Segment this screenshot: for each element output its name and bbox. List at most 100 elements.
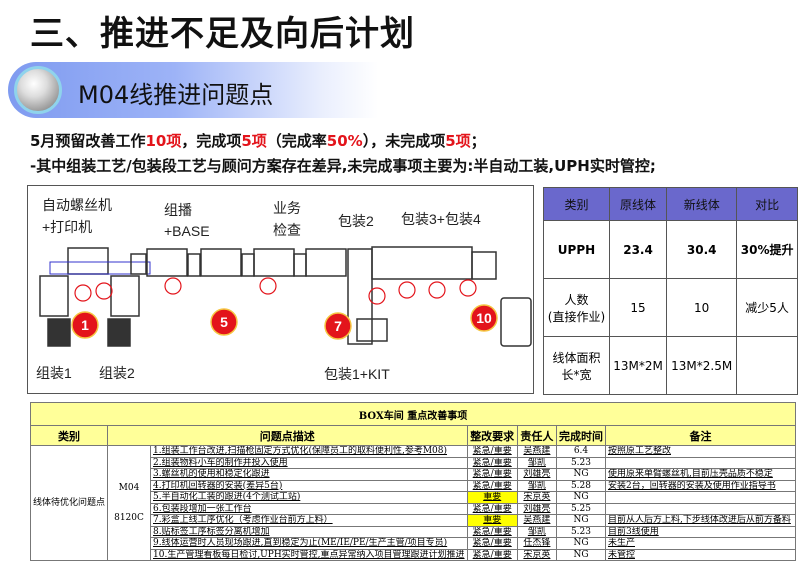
model-name: 8120C [114, 513, 144, 523]
comparison-table: 类别 原线体 新线体 对比 UPPH 23.4 30.4 30%提升 人数 (直… [543, 187, 798, 395]
note-cell: 未管控 [604, 548, 797, 561]
cmp-header: 类别 [543, 187, 610, 221]
category-cell: 线体待优化问题点 [29, 445, 109, 561]
summary-line-1: 5月预留改善工作10项，完成项5项（完成率50%），未完成项5项； [30, 130, 486, 151]
cmp-row: UPPH 23.4 30.4 30%提升 [543, 220, 798, 279]
section-title: M04线推进问题点 [78, 81, 274, 109]
requirement-cell: 紧急/重要 [466, 537, 518, 550]
col-header: 类别 [29, 425, 109, 446]
note-cell: 按照原工艺整改 [604, 445, 797, 458]
line-model-cell: M04 8120C [107, 445, 151, 561]
summary-line-2: -其中组装工艺/包装段工艺与顾问方案存在差异,未完成事项主要为:半自动工装,UP… [30, 157, 656, 175]
cmp-cell: 13M*2M [608, 336, 668, 395]
owner-cell: 刘雄亮 [516, 468, 557, 481]
note-cell: 使用原来单臂螺丝机,目前压壳品质不稳定 [604, 468, 797, 481]
time-cell: NG [555, 537, 606, 550]
owner-cell: 宋京英 [516, 491, 557, 504]
cmp-cell: 线体面积 长*宽 [543, 336, 610, 395]
owner-cell: 刘雄亮 [516, 502, 557, 515]
cmp-row: 线体面积 长*宽 13M*2M 13M*2.5M [543, 336, 798, 395]
operators [74, 277, 477, 305]
desc-cell: 5.半自动化工装的跟进(4个测试工站) [150, 491, 468, 504]
owner-cell: 邹凯 [516, 525, 557, 538]
note-cell: 安装2台，回转器的安装及使用作业指导书 [604, 479, 797, 492]
cmp-cell: UPPH [543, 220, 610, 279]
time-cell: NG [555, 491, 606, 504]
issue-marker [470, 304, 498, 332]
label-base: +BASE [164, 223, 210, 239]
sphere-icon [14, 66, 62, 114]
cmp-cell: 人数 (直接作业) [543, 278, 610, 337]
time-cell: 5.23 [555, 525, 606, 538]
line-layout-diagram: 自动螺丝机 +打印机 组播 +BASE 业务 检查 包装2 包装3+包装4 组装… [27, 185, 534, 394]
time-cell: 5.28 [555, 479, 606, 492]
issue-marker [71, 311, 99, 339]
table-row: 线体待优化问题点 M04 8120C 1.组装工作台改进,扫描枪固定方式优化(保障员工… [29, 445, 797, 561]
requirement-cell: 紧急/重要 [466, 445, 518, 458]
desc-cell: 8.贴标签工序标签分离机增加 [150, 525, 468, 538]
label-screw: 自动螺丝机 [42, 197, 112, 213]
cmp-cell: 30%提升 [736, 220, 798, 279]
cmp-header: 新线体 [666, 187, 738, 221]
requirement-cell: 紧急/重要 [466, 479, 518, 492]
label-pack34: 包装3+包装4 [401, 211, 481, 227]
owner-cell: 邹凯 [516, 456, 557, 469]
cmp-cell: 30.4 [666, 220, 738, 279]
line-name: M04 [118, 483, 140, 493]
summary-segment: 5月预留改善工作 [30, 132, 146, 150]
label-check: 检查 [273, 222, 301, 238]
summary-segment: ，完成项 [181, 132, 242, 150]
col-header: 责任人 [516, 425, 557, 446]
issue-marker-label: 7 [334, 318, 342, 334]
col-header: 整改要求 [466, 425, 518, 446]
issue-marker-label: 10 [476, 310, 492, 326]
desc-cell: 2.组装物料小车的制作并投入使用 [150, 456, 468, 469]
note-cell: 目前从人后方上料,下步线体改进后从前方备料 [604, 514, 797, 527]
summary-segment: （完成率 [266, 132, 327, 150]
requirement-cell: 重要 [466, 491, 518, 504]
owner-cell: 邹凯 [516, 479, 557, 492]
cmp-header: 原线体 [608, 187, 668, 221]
owner-cell: 吴燕建 [516, 514, 557, 527]
note-cell: 未生产 [604, 537, 797, 550]
requirement-cell: 紧急/重要 [466, 456, 518, 469]
requirement-cell: 重要 [466, 514, 518, 527]
time-cell: NG [555, 468, 606, 481]
table-row: 10.生产管理看板每日检讨,UPH实时管控,重点异常纳入项目管理跟进计划推进紧急… [31, 548, 797, 561]
label-biz: 业务 [273, 200, 301, 216]
table-title: BOX车间 重点改善事项 [30, 402, 796, 426]
time-cell: NG [555, 514, 606, 527]
cmp-cell: 13M*2.5M [666, 336, 738, 395]
desc-cell: 4.打印机回转器的安装(差异5台) [150, 479, 468, 492]
desc-cell: 9.线体运营时人员现场跟进,直到稳定为止(ME/IE/PE/生产主管/项目专员) [150, 537, 468, 550]
time-cell: 5.25 [555, 502, 606, 515]
issue-marker [210, 308, 238, 336]
summary-segment: 5项 [241, 132, 267, 150]
issue-markers: 1 5 7 10 [71, 304, 498, 340]
page-title: 三、推进不足及向后计划 [30, 14, 415, 54]
workstations [39, 246, 532, 347]
summary-segment: 10项 [145, 132, 182, 150]
cmp-cell: 15 [608, 278, 668, 337]
label-printer: +打印机 [42, 219, 92, 235]
cmp-header: 对比 [736, 187, 798, 221]
issue-marker-label: 5 [220, 314, 228, 330]
issue-marker-label: 1 [81, 317, 89, 333]
col-header: 完成时间 [555, 425, 606, 446]
desc-cell: 7.彩盒上线工序优化（考虑作业台前方上料） [150, 514, 468, 527]
cmp-cell: 减少5人 [736, 278, 798, 337]
note-cell [604, 491, 797, 504]
desc-cell: 6.包装段增加一张工作台 [150, 502, 468, 515]
note-cell: 目前3线使用 [604, 525, 797, 538]
section-banner [8, 62, 378, 118]
desc-cell: 10.生产管理看板每日检讨,UPH实时管控,重点异常纳入项目管理跟进计划推进 [150, 548, 468, 561]
label-asm1: 组装1 [36, 365, 72, 381]
time-cell: 5.23 [555, 456, 606, 469]
summary-segment: 5项 [445, 132, 471, 150]
desc-cell: 3.螺丝机的使用和稳定化跟进 [150, 468, 468, 481]
requirement-cell: 紧急/重要 [466, 525, 518, 538]
desc-cell: 1.组装工作台改进,扫描枪固定方式优化(保障员工的取料便利性,参考M08) [150, 445, 468, 458]
